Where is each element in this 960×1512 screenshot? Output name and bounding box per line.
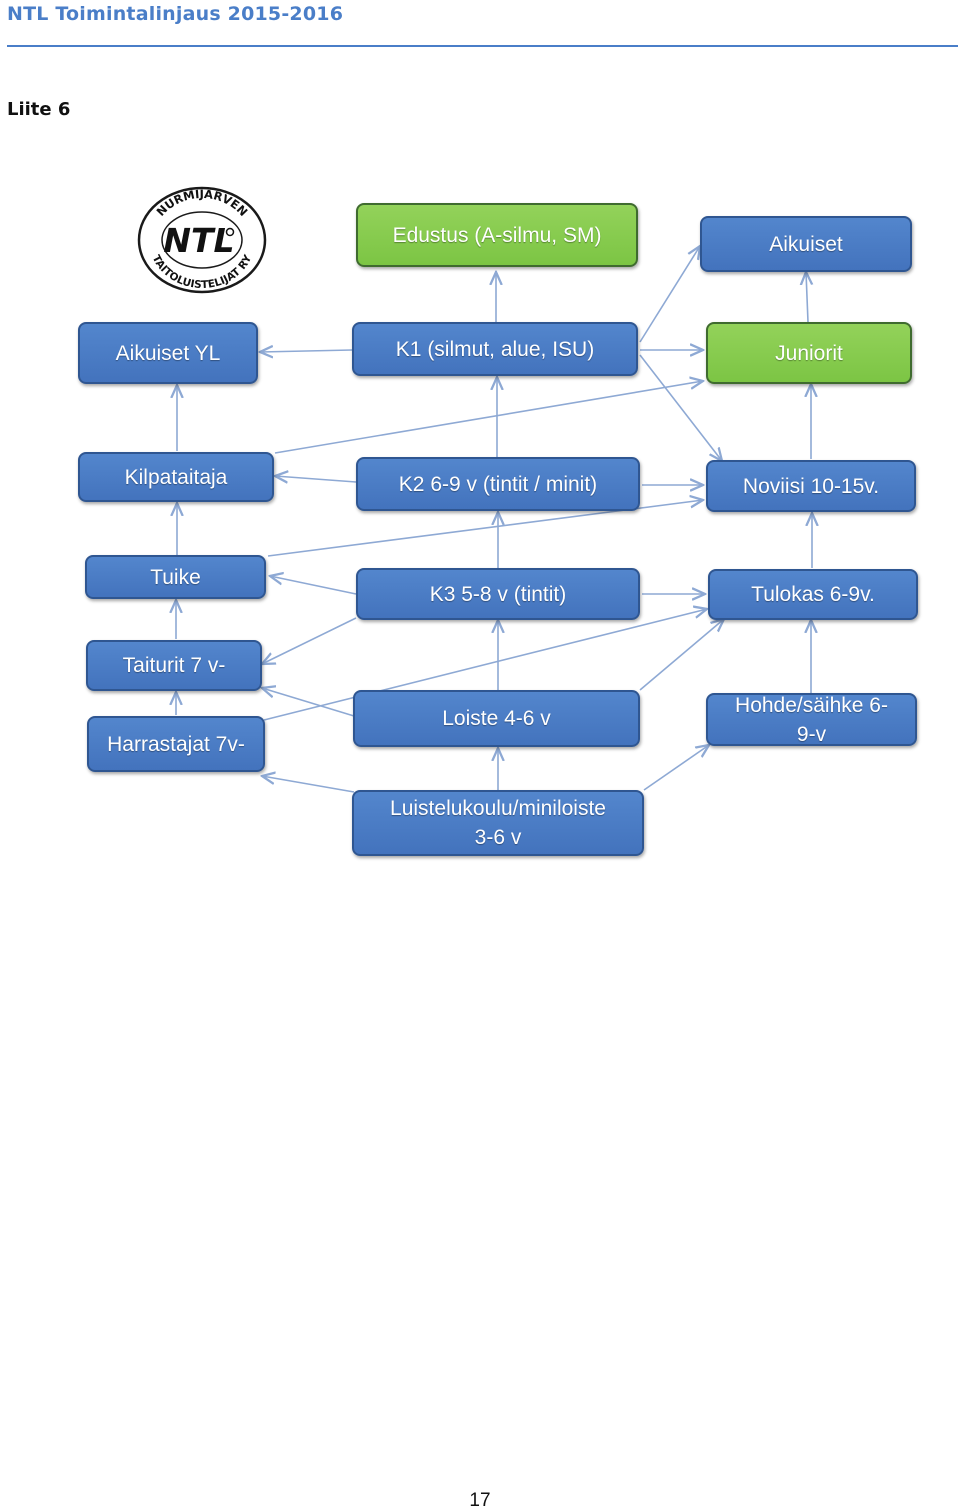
node-harrastajat: Harrastajat 7v- — [87, 716, 265, 772]
arrow-k3-to-tuike — [270, 576, 357, 595]
page-header-title: NTL Toimintalinjaus 2015-2016 — [7, 3, 344, 25]
arrow-k3-to-taiturit — [262, 617, 357, 664]
arrow-harrastajat-to-tulokas — [263, 609, 707, 721]
node-k3: K3 5-8 v (tintit) — [356, 568, 640, 620]
attachment-label: Liite 6 — [7, 99, 71, 120]
arrow-k1-to-aikuiset — [639, 246, 700, 343]
arrow-kilpataitaja-to-juniorit — [274, 381, 703, 454]
node-luistelukoulu: Luistelukoulu/miniloiste 3-6 v — [352, 790, 644, 856]
arrow-juniorit-to-aikuiset — [806, 272, 808, 323]
node-taiturit: Taiturit 7 v- — [86, 640, 262, 691]
pathway-diagram: NURMIJÄRVEN TAITOLUISTELIJAT RY NTL Edus… — [0, 0, 960, 856]
logo-center-text: NTL — [163, 221, 234, 260]
logo-skate-dot — [225, 227, 235, 237]
node-aikuiset-yl: Aikuiset YL — [78, 322, 258, 384]
node-hohde: Hohde/säihke 6-9-v — [706, 693, 917, 746]
page-number: 17 — [469, 1490, 491, 1511]
header-rule — [7, 45, 958, 47]
node-juniorit: Juniorit — [706, 322, 912, 384]
node-tuike: Tuike — [85, 555, 266, 599]
node-k2: K2 6-9 v (tintit / minit) — [356, 457, 640, 511]
arrow-luistelukoulu-to-harrastajat — [262, 776, 355, 793]
ntl-logo: NURMIJÄRVEN TAITOLUISTELIJAT RY NTL — [137, 186, 267, 294]
diagram-arrows — [0, 0, 960, 793]
arrow-loiste-to-tulokas — [639, 619, 724, 691]
node-k1: K1 (silmut, alue, ISU) — [352, 322, 638, 376]
arrow-k1-to-aikuiset-yl — [260, 350, 353, 352]
node-loiste: Loiste 4-6 v — [353, 690, 640, 747]
arrow-loiste-to-taiturit — [262, 688, 355, 717]
node-edustus: Edustus (A-silmu, SM) — [356, 203, 638, 267]
node-noviisi: Noviisi 10-15v. — [706, 460, 916, 512]
node-aikuiset: Aikuiset — [700, 216, 912, 272]
arrow-luistelukoulu-to-hohde — [643, 745, 709, 791]
node-tulokas: Tulokas 6-9v. — [708, 569, 918, 620]
arrow-k2-to-kilpataitaja — [275, 476, 357, 482]
arrow-k1-to-noviisi — [639, 354, 722, 461]
node-kilpataitaja: Kilpataitaja — [78, 452, 274, 502]
